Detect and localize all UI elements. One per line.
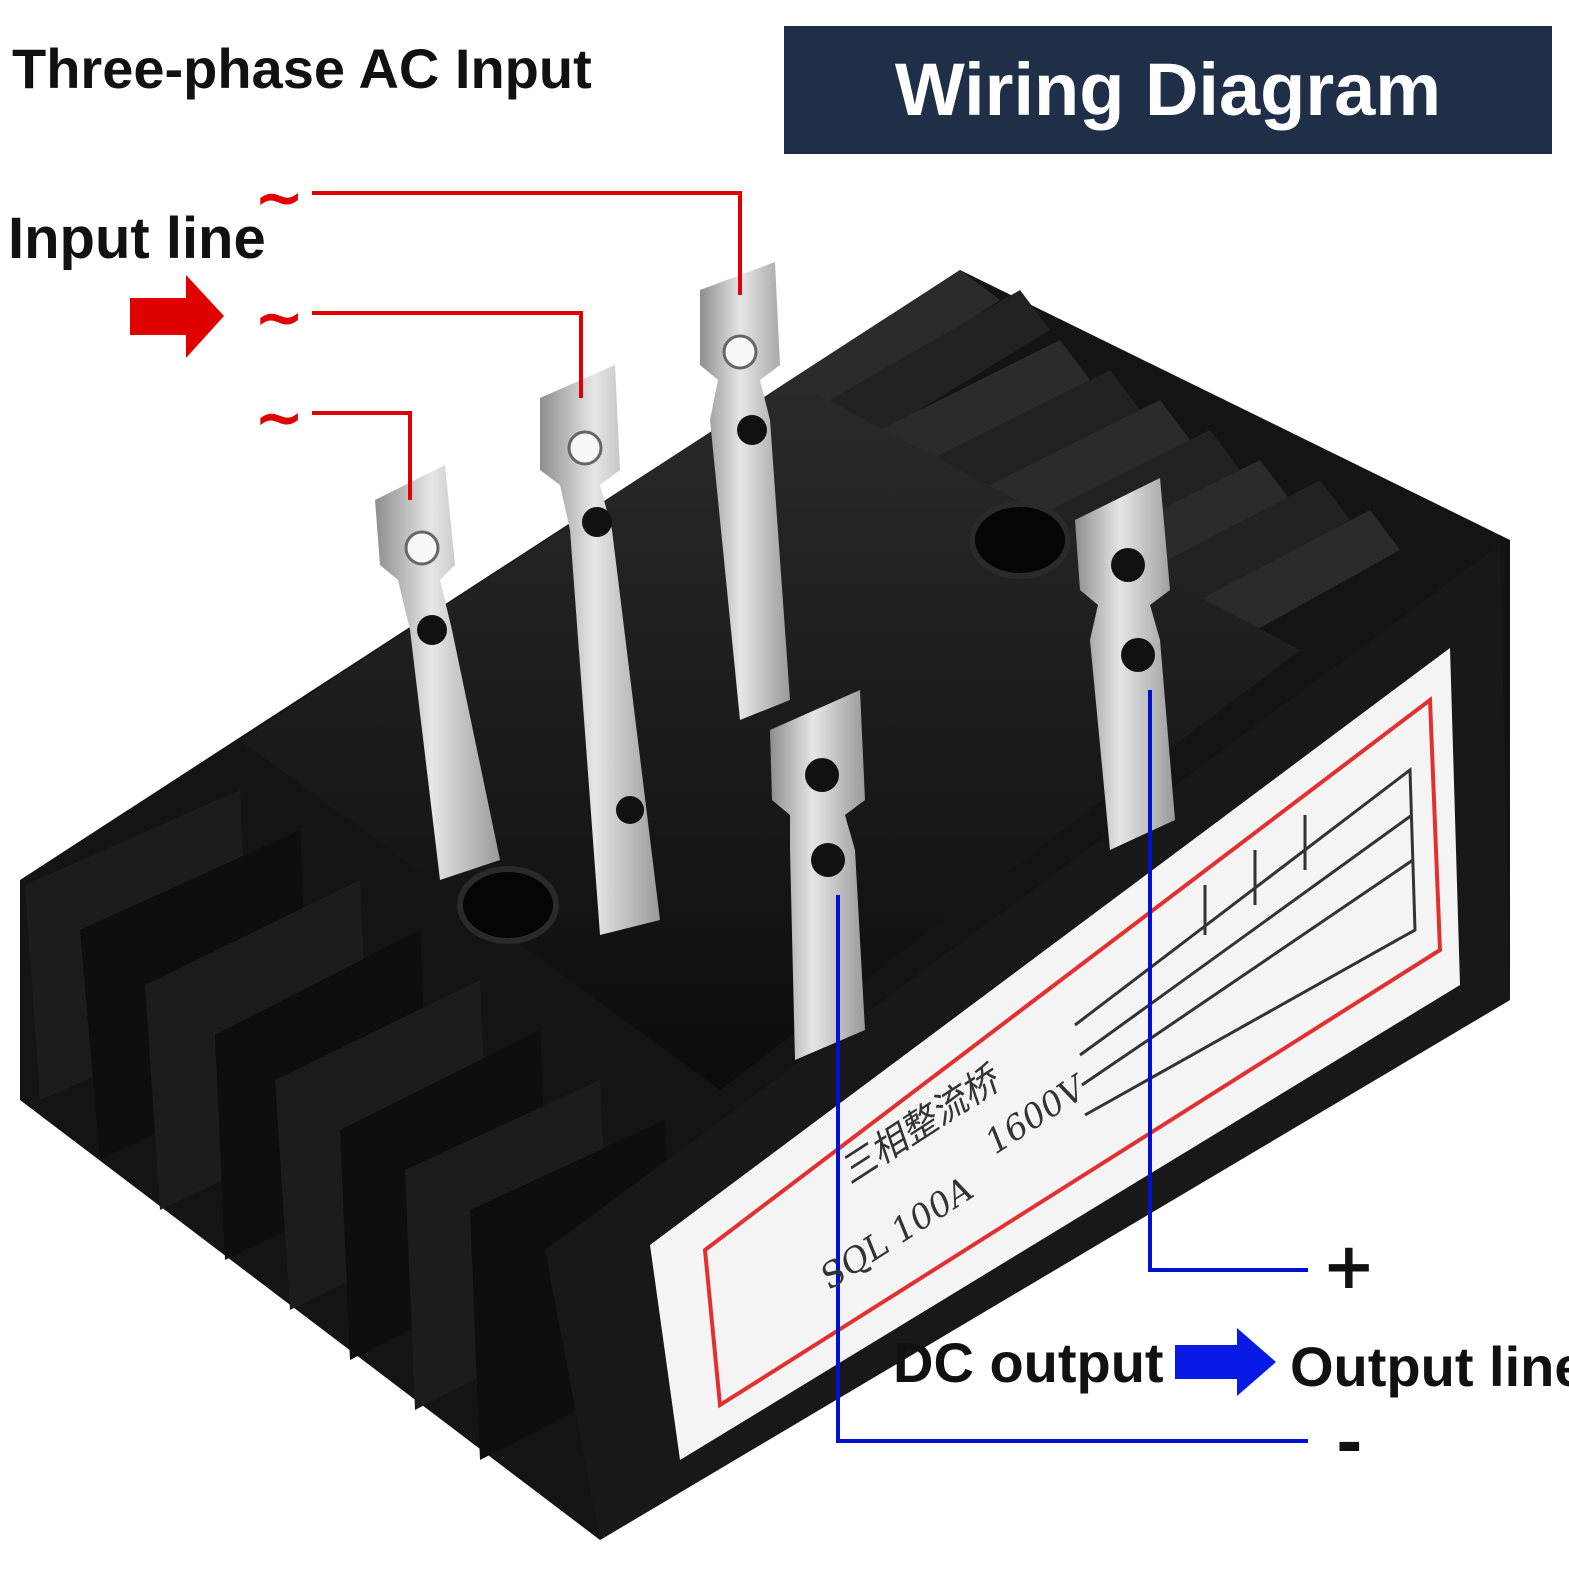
ac-terminal-3 xyxy=(375,465,500,880)
device-label-plate xyxy=(650,648,1460,1460)
input-connector-lines xyxy=(312,191,742,500)
ac-terminal-2 xyxy=(540,365,660,935)
right-arrow-icon xyxy=(130,275,224,358)
input-line-label: Input line xyxy=(8,206,266,271)
input-line-2 xyxy=(312,311,583,398)
right-arrow-icon xyxy=(1175,1328,1276,1396)
input-line-3 xyxy=(312,411,412,500)
negative-output-line xyxy=(836,895,1308,1443)
output-line-label: Output line xyxy=(1290,1335,1569,1398)
ac-symbol-2: ~ xyxy=(254,283,305,353)
ac-symbol-3: ~ xyxy=(254,383,305,453)
wiring-diagram-banner: Wiring Diagram xyxy=(784,26,1552,154)
positive-sign: + xyxy=(1322,1230,1376,1304)
dc-terminal-negative xyxy=(770,690,865,1060)
ac-symbol-1: ~ xyxy=(254,163,305,233)
dc-output-label: DC output xyxy=(893,1331,1164,1394)
ac-terminal-1 xyxy=(700,262,790,720)
banner-title: Wiring Diagram xyxy=(894,48,1442,131)
input-line-1 xyxy=(312,191,742,295)
output-connector-lines xyxy=(836,690,1308,1443)
positive-output-line xyxy=(1148,690,1308,1272)
page-title: Three-phase AC Input xyxy=(12,37,592,100)
negative-sign: - xyxy=(1336,1407,1363,1481)
